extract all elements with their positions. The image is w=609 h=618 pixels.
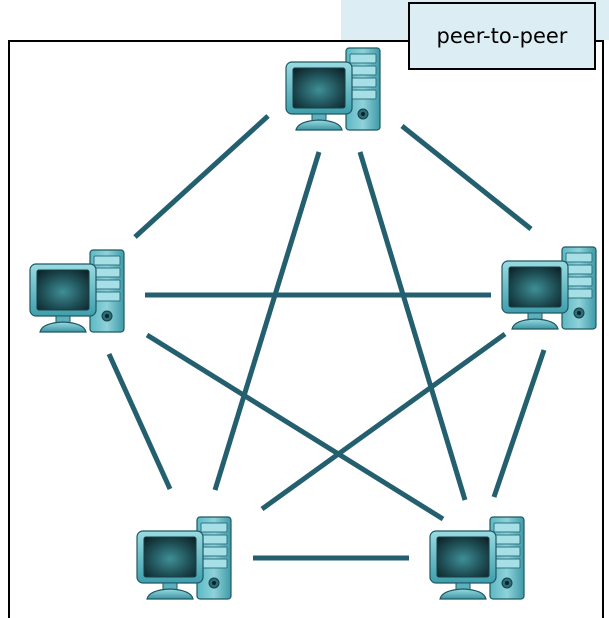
computer-node-bottom-left [136, 516, 232, 600]
desktop-computer-icon [285, 47, 381, 131]
link-left-bottom-left [106, 352, 173, 491]
computer-node-top [285, 47, 381, 131]
desktop-computer-icon [29, 249, 125, 333]
link-right-bottom-right [491, 349, 547, 498]
links-layer [106, 114, 547, 561]
link-top-right [400, 124, 533, 231]
nodes-layer [29, 47, 597, 600]
link-top-left [133, 114, 270, 239]
link-left-bottom-right [145, 332, 445, 522]
computer-node-left [29, 249, 125, 333]
diagram-title: peer-to-peer [408, 2, 596, 70]
computer-node-bottom-right [429, 516, 525, 600]
desktop-computer-icon [501, 246, 597, 330]
computer-node-right [501, 246, 597, 330]
desktop-computer-icon [429, 516, 525, 600]
diagram-frame [8, 40, 604, 618]
desktop-computer-icon [136, 516, 232, 600]
link-top-bottom-right [357, 151, 468, 501]
link-right-bottom-left [260, 331, 507, 512]
link-top-bottom-left [212, 151, 322, 491]
